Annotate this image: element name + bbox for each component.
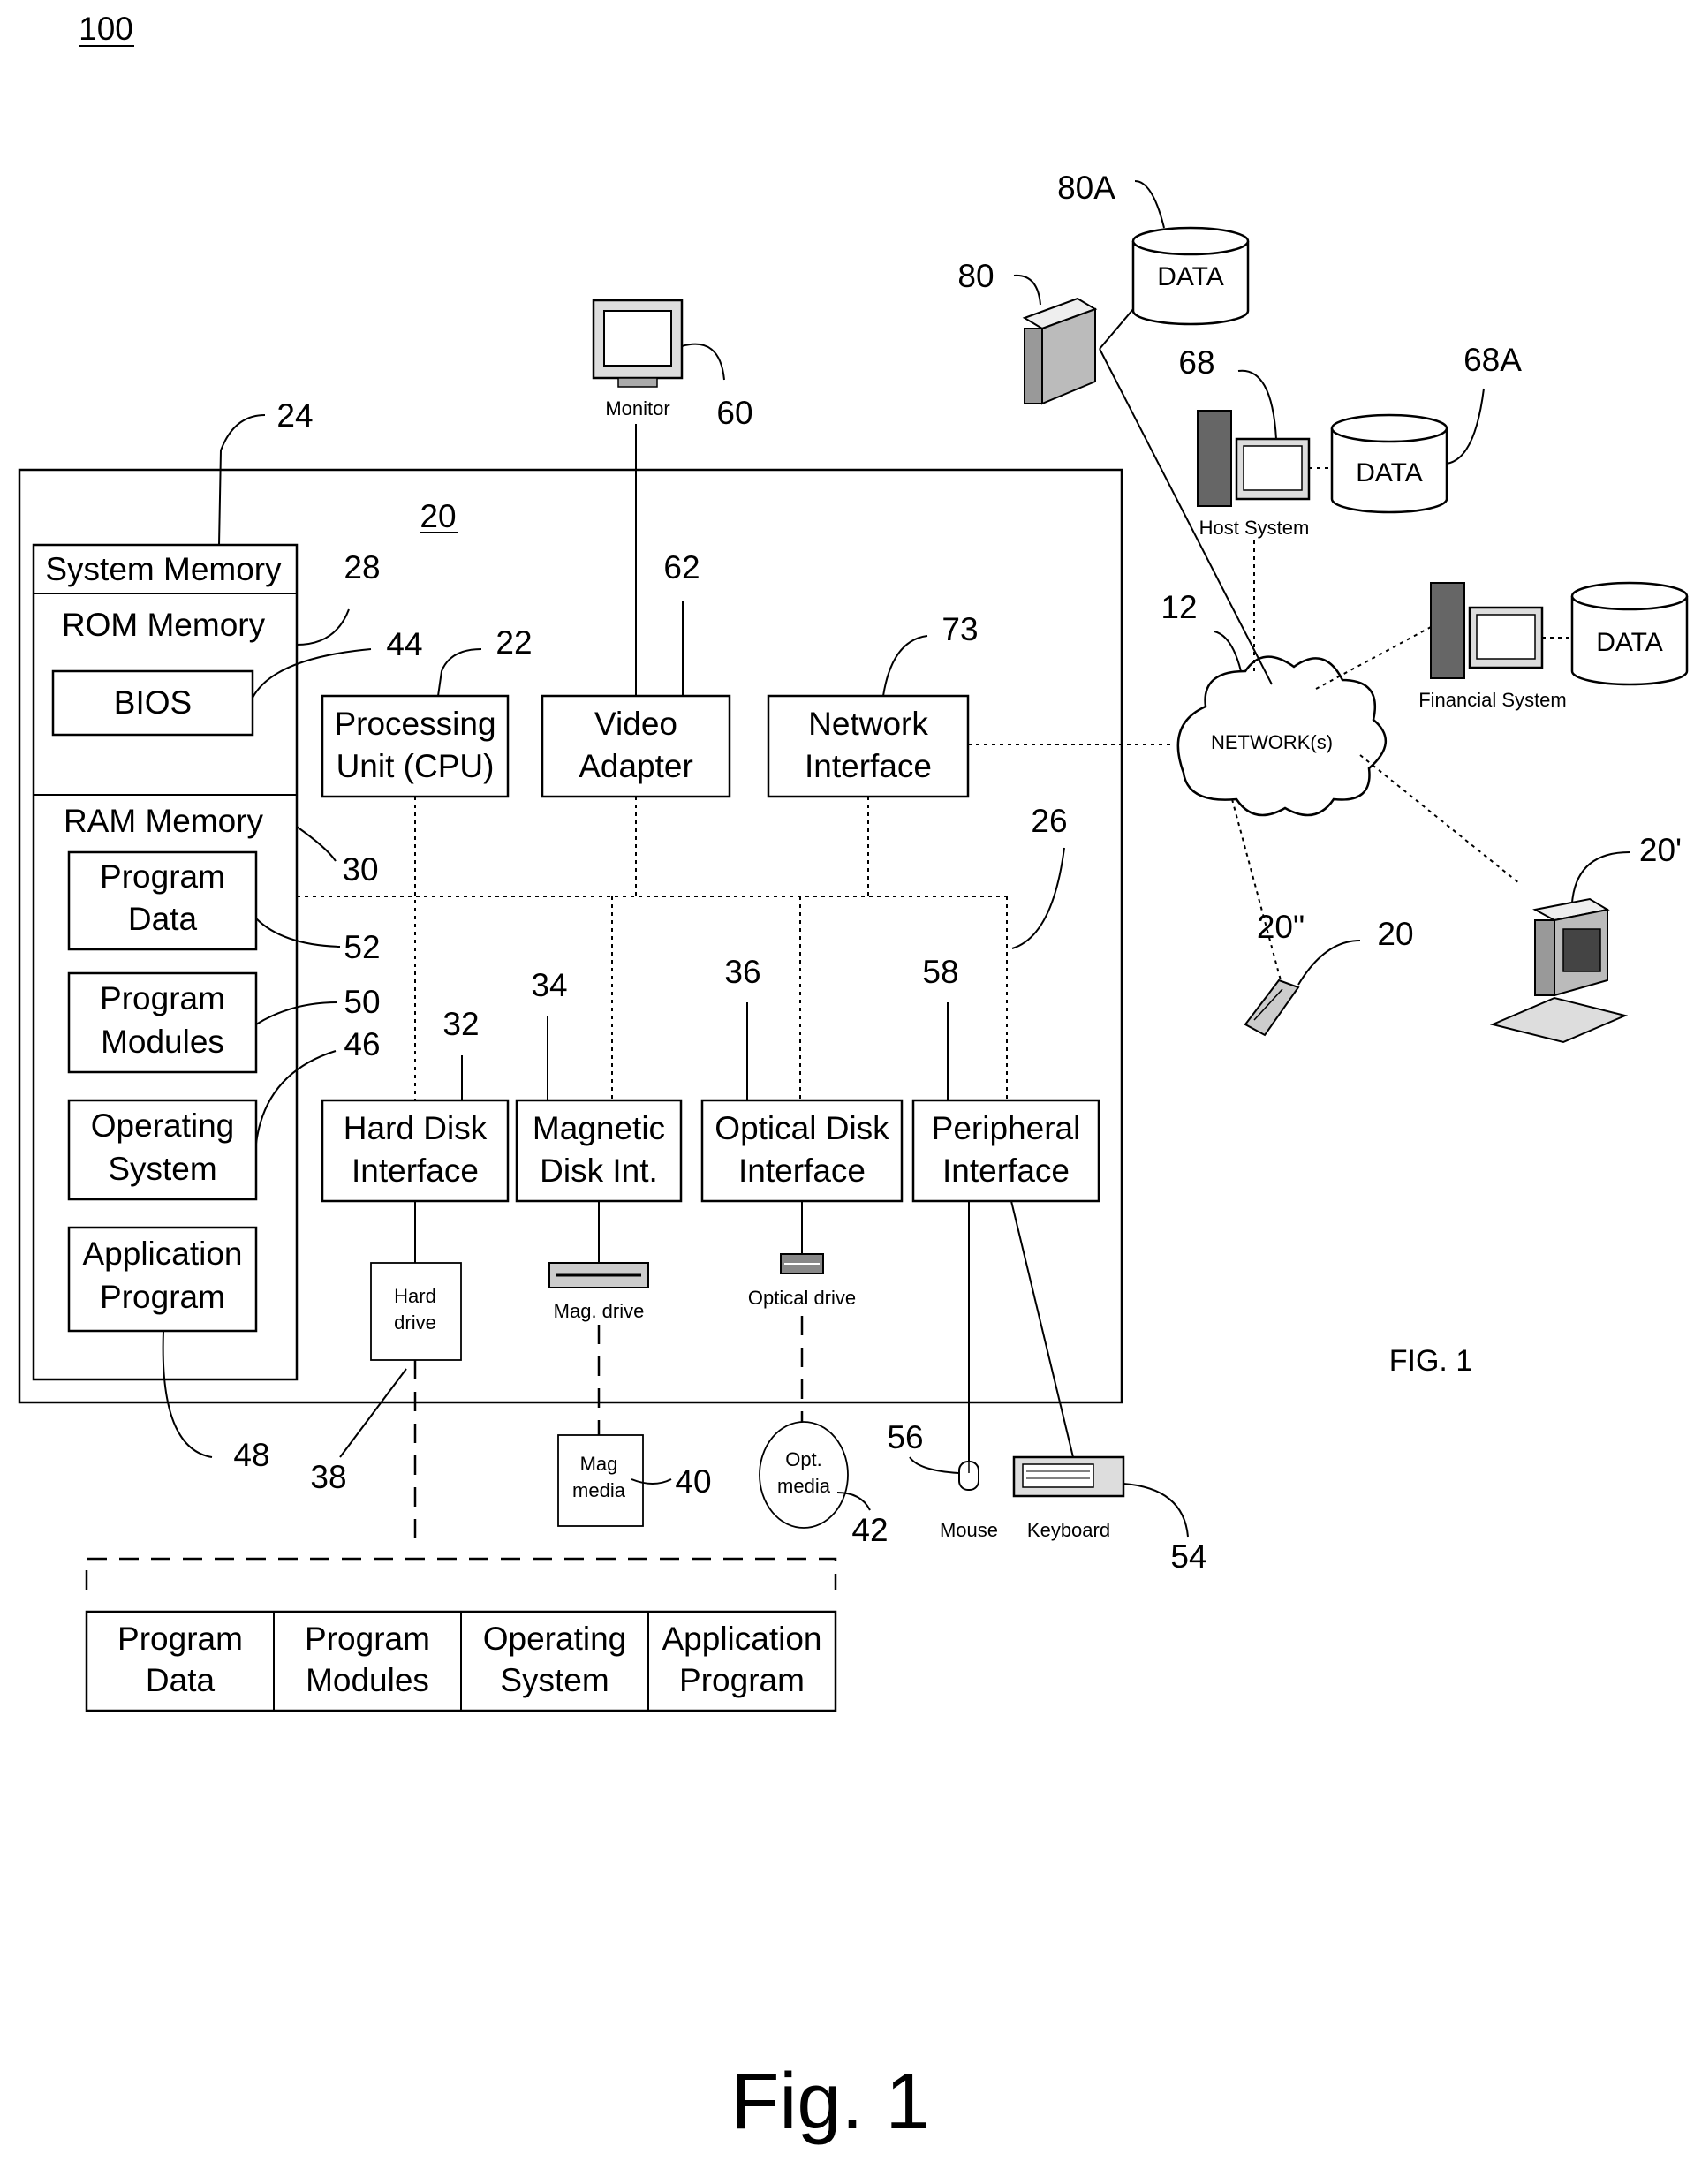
ref-20-double-prime: 20" — [1257, 909, 1305, 945]
ref-50: 50 — [344, 984, 380, 1020]
cpu-line1: Processing — [334, 706, 495, 742]
hd-application-program-line2: Program — [679, 1662, 805, 1698]
opt-media-line1: Opt. — [785, 1448, 822, 1470]
mag-media-line1: Mag — [580, 1453, 618, 1475]
bios-label: BIOS — [114, 684, 192, 721]
keyboard-icon — [1014, 1457, 1123, 1496]
optical-disk-interface-line1: Optical Disk — [715, 1110, 889, 1146]
hd-operating-system-line2: System — [500, 1662, 609, 1698]
ref-73: 73 — [942, 611, 978, 647]
ref-20-prime: 20' — [1639, 832, 1682, 868]
ram-memory-label: RAM Memory — [64, 803, 264, 839]
financial-system-label: Financial System — [1418, 689, 1567, 711]
optical-drive-icon — [781, 1254, 823, 1273]
ref-52: 52 — [344, 929, 380, 965]
ref-80: 80 — [957, 258, 994, 294]
hd-program-modules-line1: Program — [305, 1621, 430, 1657]
server-icon — [1025, 299, 1095, 404]
hard-drive-line2: drive — [394, 1311, 436, 1334]
fig-caption-small: FIG. 1 — [1389, 1344, 1472, 1378]
hard-disk-interface-line2: Interface — [352, 1152, 479, 1189]
keyboard-label: Keyboard — [1027, 1519, 1110, 1541]
mag-drive-label: Mag. drive — [554, 1300, 645, 1322]
program-data-line2: Data — [128, 901, 198, 937]
video-adapter-line1: Video — [594, 706, 677, 742]
ref-20: 20 — [1377, 916, 1413, 952]
mouse-label: Mouse — [940, 1519, 998, 1541]
application-program-line1: Application — [82, 1236, 242, 1272]
host-system-label: Host System — [1199, 517, 1310, 539]
monitor-icon — [594, 300, 682, 387]
computer-label: 20 — [420, 498, 456, 534]
magnetic-disk-int-line2: Disk Int. — [540, 1152, 658, 1189]
ref-40: 40 — [675, 1463, 711, 1500]
ref-68a: 68A — [1463, 342, 1522, 378]
hd-operating-system-line1: Operating — [483, 1621, 627, 1657]
program-data-line1: Program — [100, 858, 225, 895]
ref-58: 58 — [922, 954, 958, 990]
ref-36: 36 — [724, 954, 760, 990]
data-68a-label: DATA — [1356, 458, 1423, 487]
hard-disk-interface-line1: Hard Disk — [344, 1110, 488, 1146]
data-80a-label: DATA — [1157, 262, 1224, 291]
ref-48: 48 — [233, 1437, 269, 1473]
peripheral-interface-line1: Peripheral — [932, 1110, 1081, 1146]
video-adapter-line2: Adapter — [579, 748, 693, 784]
ref-68: 68 — [1178, 344, 1214, 381]
opt-media-line2: media — [777, 1475, 831, 1497]
network-interface-line1: Network — [808, 706, 928, 742]
hard-drive-line1: Hard — [394, 1285, 436, 1307]
ref-42: 42 — [851, 1512, 888, 1548]
ref-12: 12 — [1161, 589, 1197, 625]
hd-application-program-line1: Application — [662, 1621, 821, 1657]
ref-54: 54 — [1170, 1538, 1206, 1575]
ref-44: 44 — [386, 626, 422, 662]
ref-80a: 80A — [1057, 170, 1115, 206]
ref-30: 30 — [342, 851, 378, 888]
data-financial-label: DATA — [1596, 628, 1663, 657]
ref-56: 56 — [887, 1419, 923, 1455]
figure-number: 100 — [79, 11, 133, 47]
mouse-icon — [959, 1462, 979, 1490]
mag-media-line2: media — [572, 1479, 626, 1501]
monitor-label: Monitor — [605, 397, 669, 419]
peripheral-interface-line2: Interface — [942, 1152, 1070, 1189]
program-modules-line1: Program — [100, 980, 225, 1016]
operating-system-line2: System — [108, 1151, 216, 1187]
fig-caption-large: Fig. 1 — [730, 2058, 929, 2146]
financial-system-icon — [1431, 583, 1542, 678]
application-program-line2: Program — [100, 1279, 225, 1315]
mobile-phone-icon — [1245, 980, 1298, 1035]
ref-24: 24 — [276, 397, 313, 434]
hd-program-data-line1: Program — [117, 1621, 243, 1657]
system-memory-label: System Memory — [45, 551, 282, 587]
operating-system-line1: Operating — [91, 1107, 235, 1144]
magnetic-disk-int-line1: Magnetic — [533, 1110, 665, 1146]
optical-drive-label: Optical drive — [748, 1287, 856, 1309]
ref-26: 26 — [1031, 803, 1067, 839]
cpu-line2: Unit (CPU) — [337, 748, 495, 784]
hd-program-data-line2: Data — [146, 1662, 216, 1698]
program-modules-line2: Modules — [101, 1024, 224, 1060]
client-computer-icon — [1493, 899, 1625, 1042]
ref-22: 22 — [495, 624, 532, 661]
mag-drive-icon — [549, 1263, 648, 1288]
network-interface-line2: Interface — [805, 748, 932, 784]
ref-46: 46 — [344, 1026, 380, 1062]
ref-60: 60 — [716, 395, 752, 431]
ref-38: 38 — [310, 1459, 346, 1495]
ref-32: 32 — [442, 1006, 479, 1042]
rom-memory-label: ROM Memory — [62, 607, 266, 643]
ref-34: 34 — [531, 967, 567, 1003]
ref-62: 62 — [663, 549, 700, 586]
hd-program-modules-line2: Modules — [306, 1662, 429, 1698]
ref-28: 28 — [344, 549, 380, 586]
network-label: NETWORK(s) — [1211, 731, 1333, 753]
optical-disk-interface-line2: Interface — [738, 1152, 866, 1189]
host-system-icon — [1198, 411, 1309, 506]
